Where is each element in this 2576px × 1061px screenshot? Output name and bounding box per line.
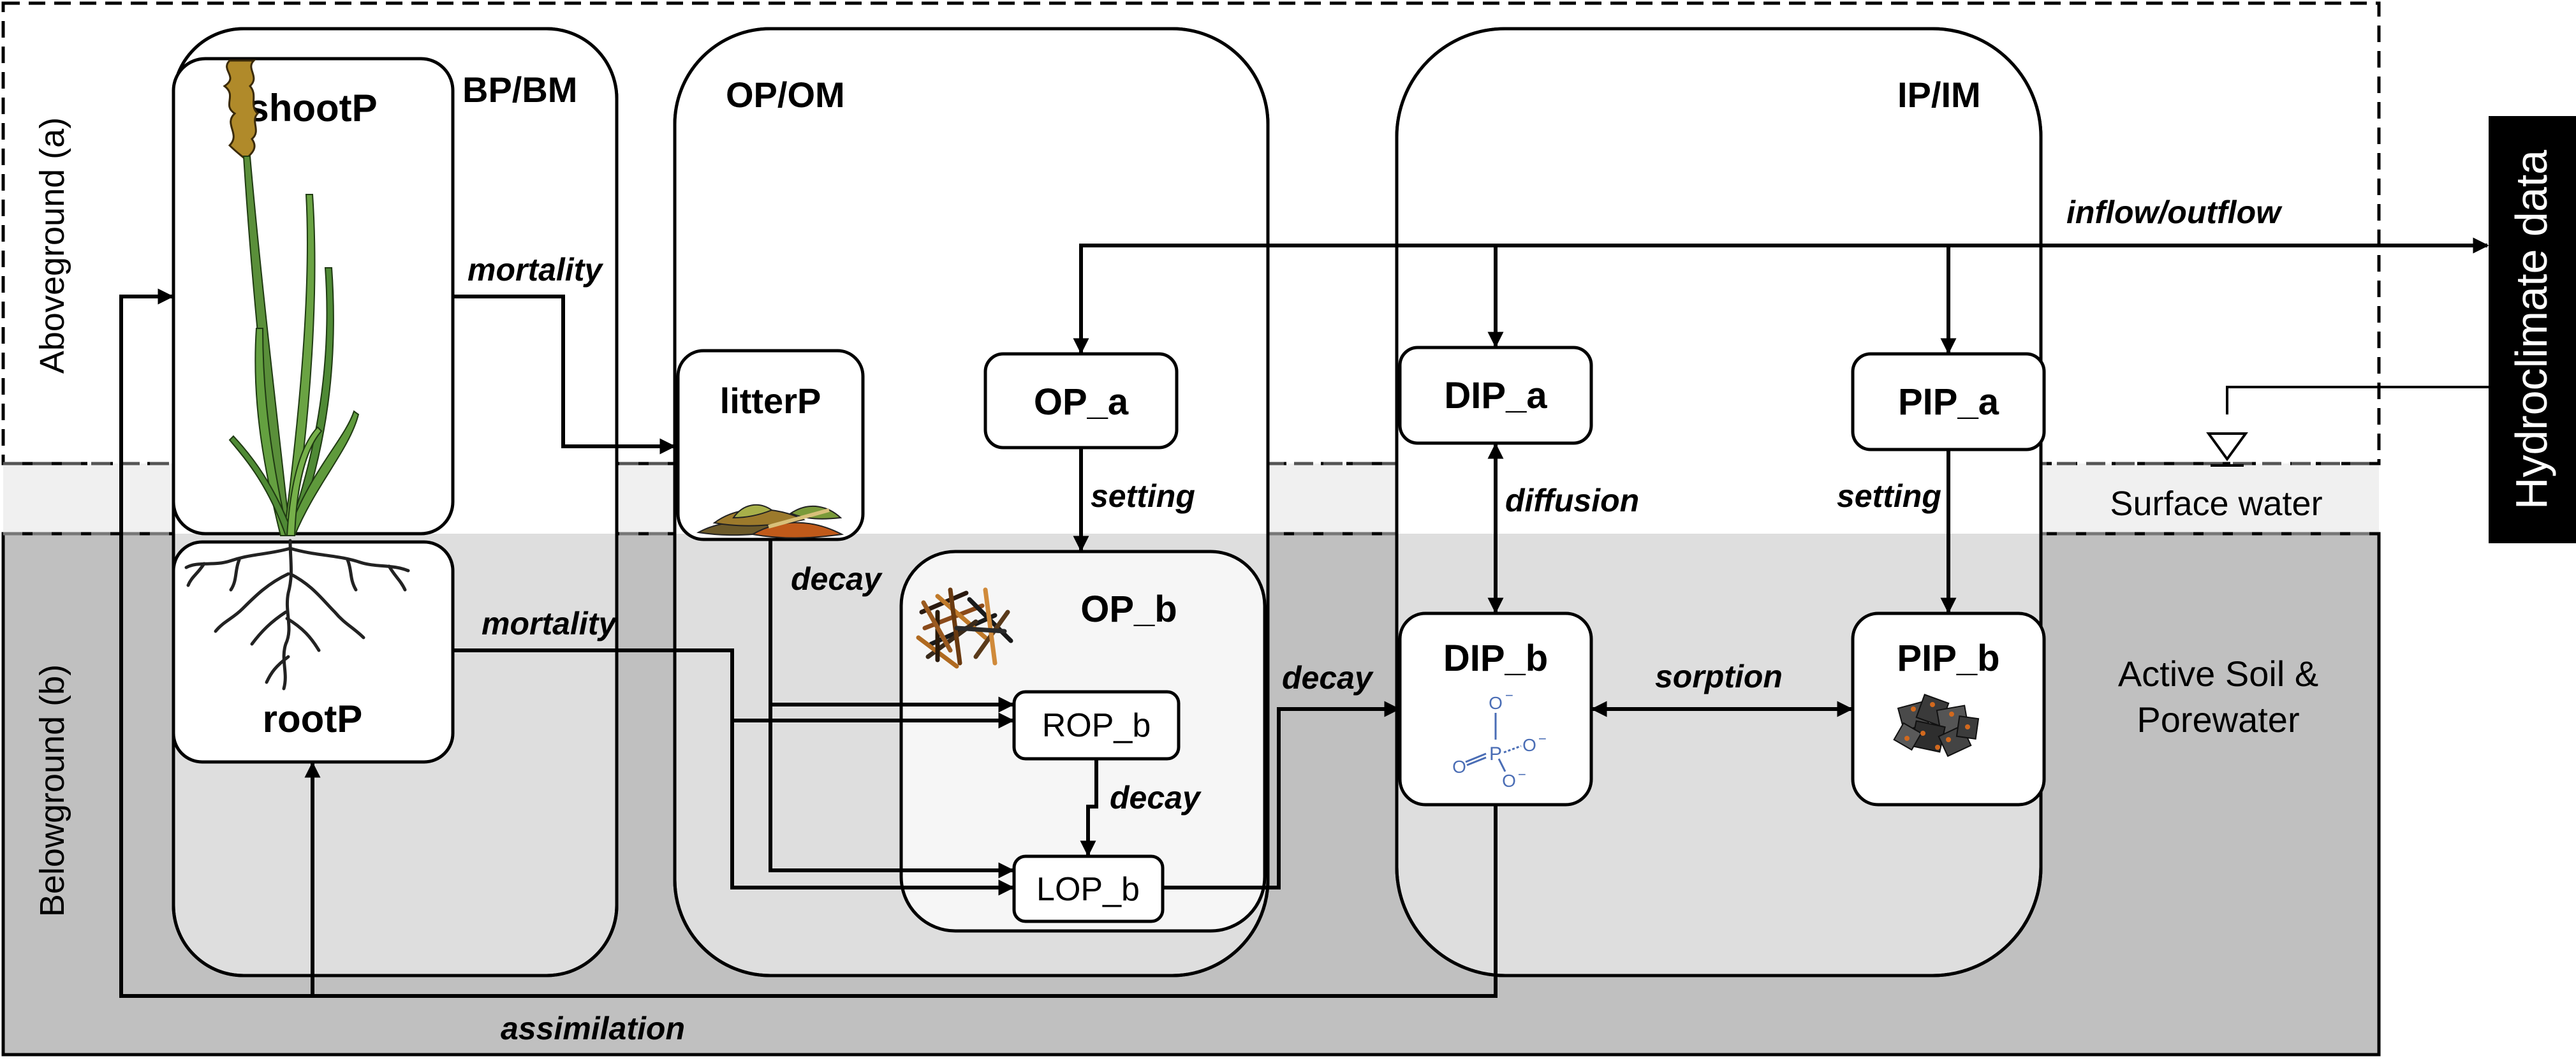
sorption-label: sorption <box>1655 659 1783 694</box>
ROP_b-label: ROP_b <box>1042 707 1151 744</box>
ip-im-title: IP/IM <box>1897 75 1981 115</box>
OP_a-label: OP_a <box>1034 381 1129 423</box>
grass-plant-icon <box>223 59 360 536</box>
root-system-icon <box>184 539 410 691</box>
mineral-particle-icon <box>1893 694 1980 757</box>
inflow-outflow-label: inflow/outflow <box>2066 194 2283 230</box>
belowground-label: Belowground (b) <box>33 664 71 917</box>
porewater-label: Porewater <box>2137 699 2299 740</box>
rootP-label: rootP <box>263 698 363 740</box>
phosphate-o-bottom: O <box>1502 771 1516 791</box>
aboveground-label: Aboveground (a) <box>33 117 71 374</box>
arrow-root-mortality-lop <box>730 650 1015 896</box>
shootP-label: shootP <box>247 87 377 129</box>
surface-water-label: Surface water <box>2110 485 2322 523</box>
DIP_a-label: DIP_a <box>1444 375 1547 416</box>
phosphate-p: P <box>1489 743 1502 765</box>
litterP-label: litterP <box>720 381 821 421</box>
arrow-litter-decay-lop <box>769 705 1015 879</box>
aboveground-border <box>1 1 2381 465</box>
arrow-assimilation <box>119 288 1498 998</box>
assimilation-label: assimilation <box>501 1011 685 1046</box>
phosphate-charge-bottom: − <box>1518 766 1526 782</box>
decay-op-label: decay <box>1282 660 1374 696</box>
LOP_b-label: LOP_b <box>1036 871 1140 908</box>
phosphate-o-right: O <box>1522 735 1536 755</box>
op-om-title: OP/OM <box>726 75 845 115</box>
arrow-lop-decay <box>1163 701 1401 889</box>
OP_b-label: OP_b <box>1080 589 1177 630</box>
arrow-rop-decay <box>1080 759 1098 857</box>
phosphate-molecule-icon: P O O O O − − − <box>1452 687 1547 791</box>
organic-matter-icon <box>916 587 1013 669</box>
active-soil-label: Active Soil & <box>2118 654 2318 694</box>
decay-litter-label: decay <box>791 561 883 597</box>
water-level-icon <box>2206 386 2489 467</box>
bp-bm-title: BP/BM <box>462 70 577 110</box>
phosphate-o-top: O <box>1489 693 1503 713</box>
arrow-inflow-outflow <box>1073 237 2489 355</box>
PIP_b-label: PIP_b <box>1897 638 1999 679</box>
mortality-root-label: mortality <box>482 606 617 641</box>
phosphate-charge-top: − <box>1505 687 1513 703</box>
DIP_b-label: DIP_b <box>1443 638 1548 679</box>
setting-pip-label: setting <box>1837 478 1941 514</box>
diffusion-label: diffusion <box>1505 483 1639 518</box>
setting-op-label: setting <box>1091 478 1195 514</box>
decay-rop-label: decay <box>1110 780 1202 816</box>
flux-arrows <box>119 237 2489 998</box>
hydroclimate-label: Hydroclimate data <box>2506 150 2556 509</box>
phosphate-charge-right: − <box>1538 731 1547 747</box>
PIP_a-label: PIP_a <box>1898 381 1999 423</box>
hydroclimate-box <box>2489 116 2576 543</box>
arrow-shoot-mortality <box>453 295 676 455</box>
mortality-shoot-label: mortality <box>467 252 603 288</box>
leaf-litter-icon <box>696 504 844 539</box>
phosphate-o-left: O <box>1452 757 1466 777</box>
